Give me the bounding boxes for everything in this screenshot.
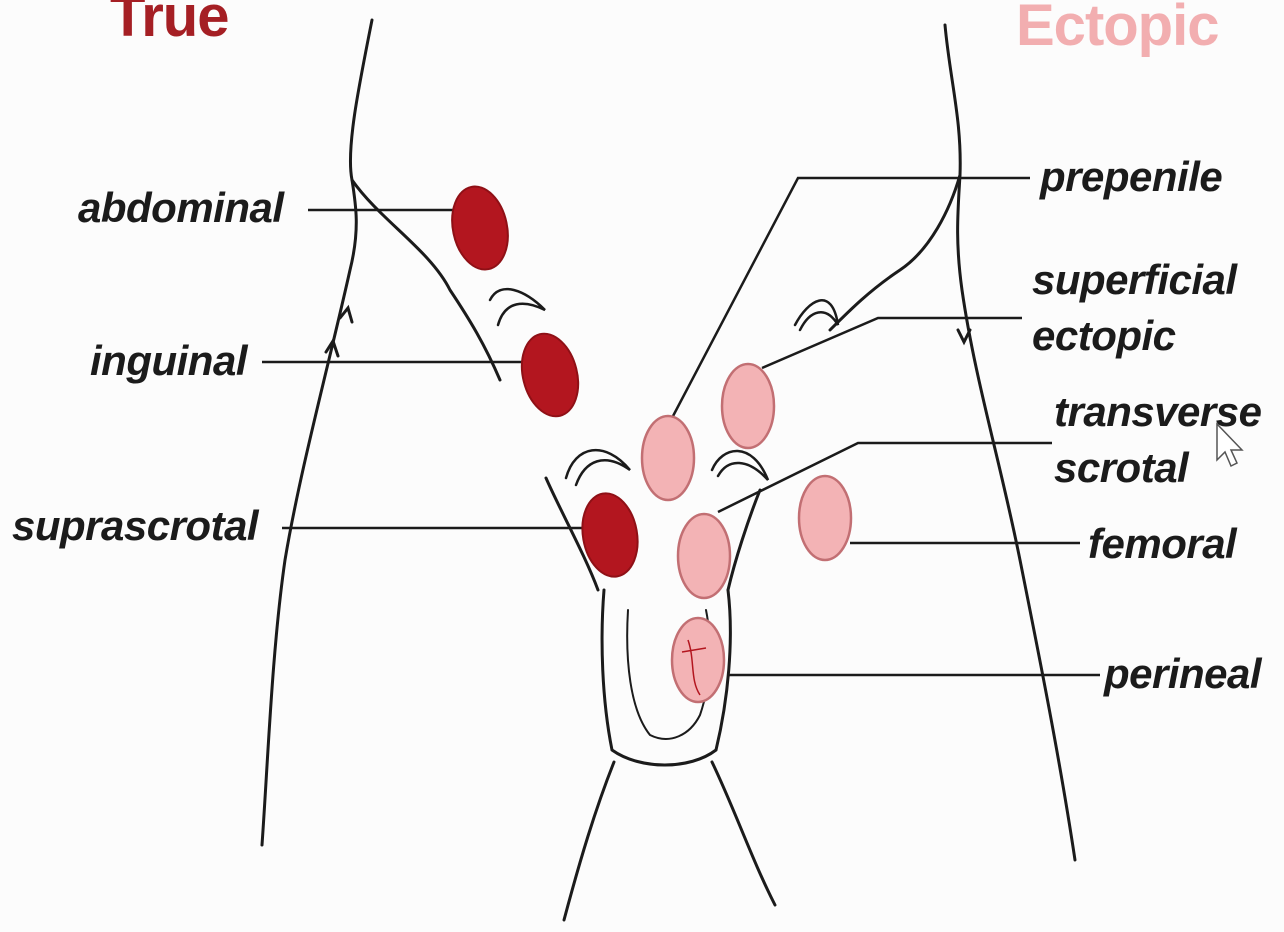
hair-tuft-2 bbox=[566, 450, 630, 485]
true-testis-group bbox=[445, 181, 644, 581]
right-inguinal-line bbox=[830, 175, 960, 330]
left-flank-line bbox=[262, 20, 372, 845]
abdominal-testis bbox=[445, 181, 515, 274]
transverse-scrotal-testis bbox=[678, 514, 730, 598]
hair-tuft-1 bbox=[490, 289, 545, 325]
inguinal-testis bbox=[514, 328, 587, 423]
femoral-testis bbox=[799, 476, 851, 560]
prepenile-label: prepenile bbox=[1040, 154, 1222, 200]
ectopic-heading: Ectopic bbox=[1016, 0, 1219, 55]
suprascrotal-testis bbox=[576, 489, 644, 581]
transverse-scrotal-label: transverse scrotal bbox=[1054, 384, 1261, 496]
suprascrotal-label: suprascrotal bbox=[12, 503, 258, 549]
hair-tuft-4 bbox=[795, 300, 838, 330]
superficial-ectopic-testis bbox=[722, 364, 774, 448]
left-leg-line bbox=[564, 762, 614, 920]
prepenile-testis bbox=[642, 416, 694, 500]
right-flank-tick bbox=[958, 330, 970, 342]
perineal-label: perineal bbox=[1104, 651, 1261, 697]
right-leg-line bbox=[712, 762, 775, 905]
true-heading: True bbox=[110, 0, 229, 46]
femoral-label: femoral bbox=[1088, 521, 1236, 567]
superficial-ectopic-label: superficial ectopic bbox=[1032, 252, 1237, 364]
hair-tuft-3 bbox=[712, 451, 768, 480]
abdominal-label: abdominal bbox=[78, 185, 284, 231]
inguinal-label: inguinal bbox=[90, 338, 247, 384]
superficial-ectopic-leader bbox=[762, 318, 1022, 368]
perineal-testis bbox=[672, 618, 724, 702]
